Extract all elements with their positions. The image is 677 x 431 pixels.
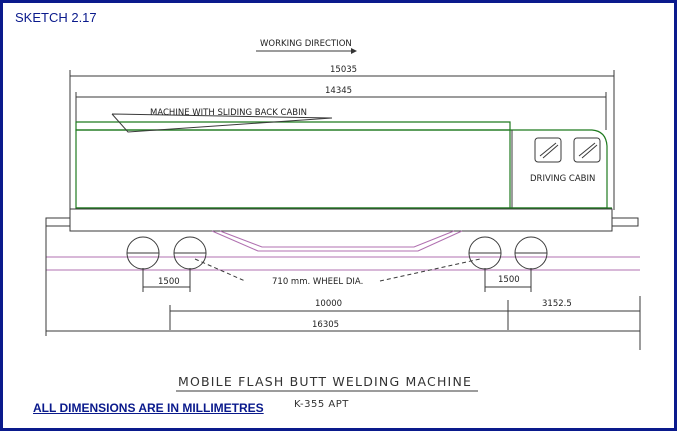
dimension-line-axle-left [142,268,191,292]
units-note: ALL DIMENSIONS ARE IN MILLIMETRES [33,401,264,415]
machine-body [75,121,612,209]
wheel-left-2 [173,236,207,270]
underframe [46,230,640,271]
dim-axle-right: 1500 [498,275,520,285]
wheel-left-1 [126,236,160,270]
sketch-label: SKETCH 2.17 [15,10,97,25]
sliding-cabin-pointer [111,113,333,133]
dim-overhang: 3152.5 [542,299,572,309]
dimension-line-bogie-centres [169,296,641,350]
dim-bogie-centres: 10000 [315,299,342,309]
wheel-dia-label: 710 mm. WHEEL DIA. [272,277,363,287]
dimension-line-overall-bottom [45,226,640,336]
dim-overall-bottom: 16305 [312,320,339,330]
sliding-cabin-label: MACHINE WITH SLIDING BACK CABIN [150,108,307,118]
dim-axle-left: 1500 [158,277,180,287]
dim-body-length: 14345 [325,86,352,96]
wheel-right-1 [468,236,502,270]
drawing-model: K-355 APT [294,399,349,410]
drawing-title: MOBILE FLASH BUTT WELDING MACHINE [178,374,472,389]
cabin-windows [534,137,601,163]
working-direction-label: WORKING DIRECTION [260,39,352,49]
wheel-dia-leader [194,258,481,282]
dimension-line-axle-right [484,268,532,292]
dimension-line-overall-top [69,70,615,210]
driving-cabin-label: DRIVING CABIN [530,174,595,184]
wheel-right-2 [514,236,548,270]
chassis-frame [45,208,639,232]
dim-overall-top: 15035 [330,65,357,75]
